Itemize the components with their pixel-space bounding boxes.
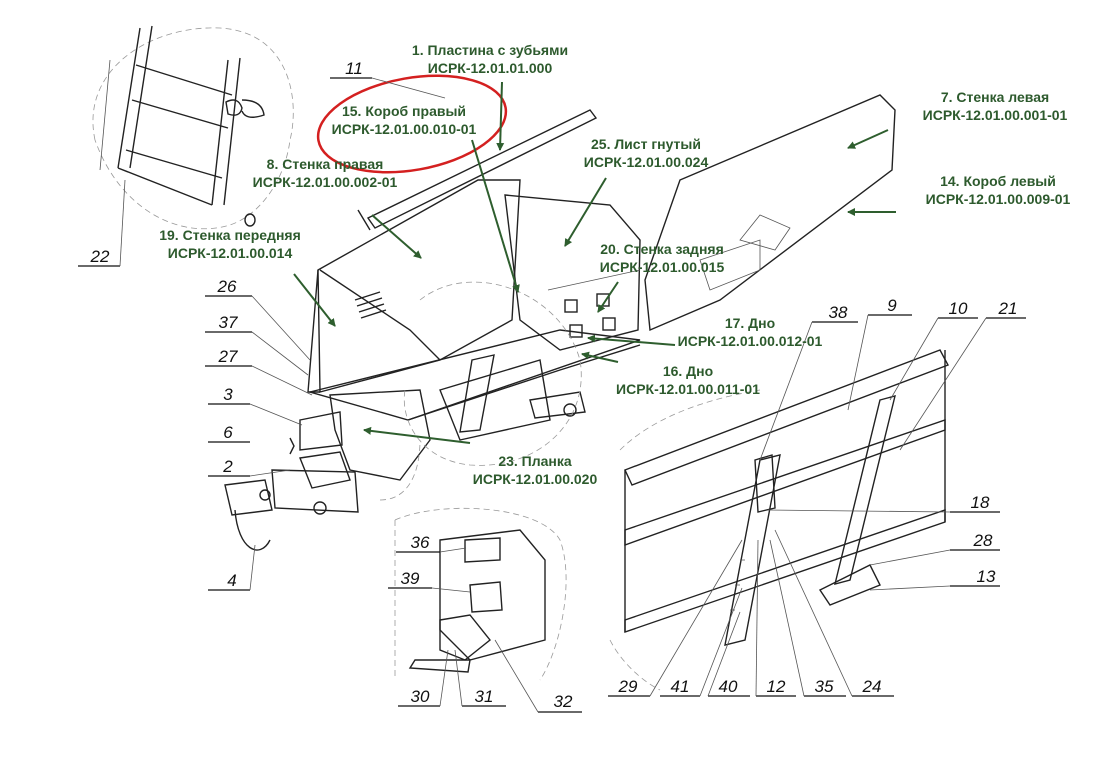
- label-p20-name: 20. Стенка задняя: [600, 241, 723, 257]
- label-p14-code: ИСРК-12.01.00.009-01: [926, 191, 1071, 207]
- ref-number: 9: [887, 296, 897, 315]
- arrow-p19: [293, 273, 336, 327]
- ref-number: 40: [719, 677, 738, 696]
- label-p19-name: 19. Стенка передняя: [159, 227, 301, 243]
- arrow-p25: [564, 177, 607, 247]
- label-p17-code: ИСРК-12.01.00.012-01: [678, 333, 823, 349]
- ref-number: 27: [218, 347, 238, 366]
- label-p20-code: ИСРК-12.01.00.015: [600, 259, 725, 275]
- label-p7-code: ИСРК-12.01.00.001-01: [923, 107, 1068, 123]
- ref-number: 41: [671, 677, 690, 696]
- label-p23-name: 23. Планка: [498, 453, 572, 469]
- ref-number: 4: [227, 571, 236, 590]
- detail-ladder-view: [92, 25, 294, 230]
- ref-number: 37: [219, 313, 238, 332]
- label-p7-name: 7. Стенка левая: [941, 89, 1049, 105]
- label-p16-code: ИСРК-12.01.00.011-01: [616, 381, 760, 397]
- ref-number: 28: [973, 531, 993, 550]
- ref-number: 29: [618, 677, 638, 696]
- ref-number: 22: [90, 247, 110, 266]
- ref-number: 21: [998, 299, 1018, 318]
- ref-number: 3: [223, 385, 233, 404]
- label-p8-name: 8. Стенка правая: [267, 156, 384, 172]
- ref-number: 6: [223, 423, 233, 442]
- ref-number: 39: [401, 569, 420, 588]
- ref-number: 31: [475, 687, 494, 706]
- detail-bracket-view: [394, 507, 567, 681]
- label-p15-name: 15. Короб правый: [342, 103, 466, 119]
- part-labels: 1. Пластина с зубьями ИСРК-12.01.01.000 …: [159, 42, 1070, 487]
- ref-number: 12: [767, 677, 786, 696]
- ref-number: 30: [411, 687, 430, 706]
- ref-number: 13: [977, 567, 996, 586]
- label-p14-name: 14. Короб левый: [940, 173, 1056, 189]
- label-p25-code: ИСРК-12.01.00.024: [584, 154, 709, 170]
- label-p1-code: ИСРК-12.01.01.000: [428, 60, 553, 76]
- arrow-p16: [581, 351, 619, 363]
- label-p25-name: 25. Лист гнутый: [591, 136, 701, 152]
- ref-number: 36: [411, 533, 430, 552]
- label-p16-name: 16. Дно: [663, 363, 713, 379]
- ref-number: 2: [222, 457, 233, 476]
- detail-bottom-frame-view: [609, 349, 949, 691]
- arrow-p15: [471, 139, 520, 293]
- label-arrows: [293, 81, 896, 444]
- label-p15-code: ИСРК-12.01.00.010-01: [332, 121, 477, 137]
- reference-numbers: 11 22 26 37 27 3 6 2 4 38 9 10 21 18 28 …: [90, 59, 1018, 711]
- arrow-p23: [363, 426, 471, 444]
- ref-number: 26: [217, 277, 237, 296]
- label-p17-name: 17. Дно: [725, 315, 775, 331]
- highlight-ellipse: [316, 74, 508, 174]
- arrow-p8: [371, 214, 422, 259]
- label-p1-name: 1. Пластина с зубьями: [412, 42, 568, 58]
- arrow-p7: [847, 129, 889, 149]
- ref-number: 35: [815, 677, 834, 696]
- ref-number: 10: [949, 299, 968, 318]
- label-p23-code: ИСРК-12.01.00.020: [473, 471, 598, 487]
- arrow-p20: [597, 281, 619, 313]
- ref-number: 11: [345, 59, 363, 78]
- ref-number: 24: [862, 677, 882, 696]
- arrow-p1: [496, 81, 505, 151]
- main-hopper-view: [224, 94, 896, 551]
- label-p8-code: ИСРК-12.01.00.002-01: [253, 174, 398, 190]
- ref-number: 32: [554, 692, 573, 711]
- ref-number: 18: [971, 493, 990, 512]
- arrow-p17: [587, 334, 676, 346]
- ref-underlines: [78, 77, 1026, 713]
- ref-number: 38: [829, 303, 848, 322]
- label-p19-code: ИСРК-12.01.00.014: [168, 245, 293, 261]
